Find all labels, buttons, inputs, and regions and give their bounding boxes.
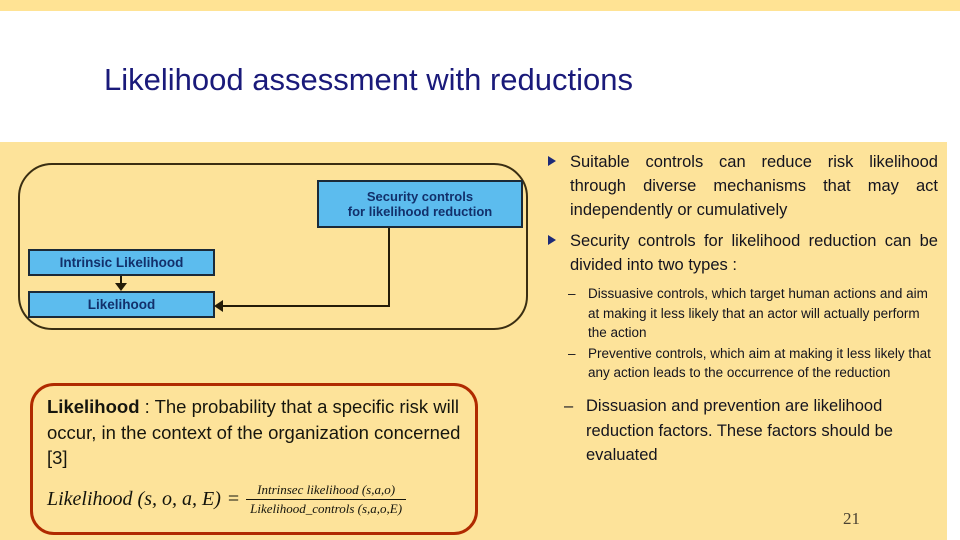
right-margin-strip — [947, 142, 960, 540]
arrowhead-down-icon — [115, 283, 127, 291]
diagram-box-intrinsic-likelihood[interactable]: Intrinsic Likelihood — [28, 249, 215, 276]
sub-bullet-item-2: – Preventive controls, which aim at maki… — [546, 344, 938, 382]
likelihood-box-label: Likelihood — [87, 296, 156, 312]
page-number: 21 — [843, 509, 860, 528]
dash-bullet-icon: – — [568, 345, 576, 361]
likelihood-formula: Likelihood (s, o, a, E) = Intrinsec like… — [47, 482, 467, 517]
bullet-item-1-text: Suitable controls can reduce risk likeli… — [570, 153, 938, 220]
sub-bullet-group: – Dissuasive controls, which target huma… — [546, 284, 938, 467]
sub-bullet-item-3-text: Dissuasion and prevention are likelihood… — [586, 397, 893, 464]
sub-bullet-item-3: – Dissuasion and prevention are likeliho… — [546, 394, 938, 467]
top-accent-band — [0, 0, 960, 11]
connector-intrinsic-to-likelihood — [120, 276, 122, 287]
arrowhead-left-icon — [214, 300, 223, 312]
bullet-list: Suitable controls can reduce risk likeli… — [546, 150, 938, 469]
page-title: Likelihood assessment with reductions — [104, 62, 633, 97]
diagram-box-likelihood[interactable]: Likelihood — [28, 291, 215, 318]
security-box-line1: Security controls — [366, 188, 474, 204]
formula-denominator: Likelihood_controls (s,a,o,E) — [246, 499, 407, 517]
formula-numerator: Intrinsec likelihood (s,a,o) — [257, 482, 396, 497]
bullet-item-2-text: Security controls for likelihood reducti… — [570, 232, 938, 275]
dash-bullet-icon: – — [564, 397, 574, 416]
dash-bullet-icon: – — [568, 286, 576, 302]
formula-equals-sign: = — [227, 488, 240, 510]
security-box-line2: for likelihood reduction — [347, 204, 493, 219]
definition-text: Likelihood : The probability that a spec… — [47, 394, 463, 471]
diagram-box-security-controls[interactable]: Security controls for likelihood reducti… — [317, 180, 523, 228]
bullet-item-1: Suitable controls can reduce risk likeli… — [546, 150, 938, 222]
definition-body: The probability that a specific risk wil… — [47, 396, 461, 469]
sub-bullet-item-1-text: Dissuasive controls, which target human … — [588, 286, 928, 340]
formula-left-side: Likelihood (s, o, a, E) — [47, 488, 221, 510]
definition-term: Likelihood — [47, 396, 140, 417]
triangle-bullet-icon — [548, 156, 556, 166]
triangle-bullet-icon — [548, 235, 556, 246]
connector-security-vertical — [388, 228, 390, 307]
formula-fraction: Intrinsec likelihood (s,a,o) Likelihood_… — [246, 482, 407, 517]
sub-bullet-item-2-text: Preventive controls, which aim at making… — [588, 345, 931, 381]
connector-security-horizontal — [222, 305, 390, 307]
sub-bullet-item-1: – Dissuasive controls, which target huma… — [546, 284, 938, 341]
diagram-container — [18, 163, 528, 330]
header-area — [0, 11, 960, 142]
bullet-item-2: Security controls for likelihood reducti… — [546, 229, 938, 277]
definition-box: Likelihood : The probability that a spec… — [30, 383, 478, 535]
intrinsic-box-label: Intrinsic Likelihood — [59, 254, 184, 270]
definition-separator: : — [139, 396, 155, 417]
